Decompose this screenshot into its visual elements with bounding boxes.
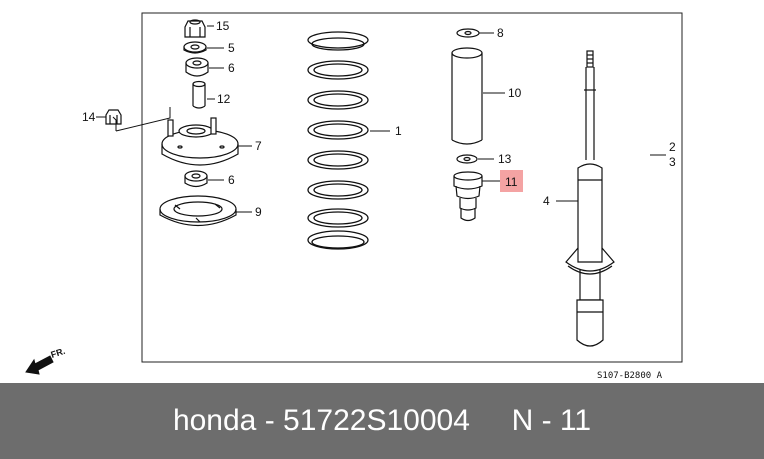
label-part-5: 5 [228, 41, 235, 55]
part-8-washer[interactable] [456, 28, 480, 38]
exploded-parts-diagram: 15 5 6 12 14 [25, 12, 683, 381]
label-part-10: 10 [508, 86, 522, 100]
part-11-highlight [500, 170, 523, 192]
part-6-bushing-upper[interactable] [185, 57, 209, 77]
leader-14-bracket [112, 116, 117, 131]
label-part-6b: 6 [228, 173, 235, 187]
caption-bar: honda - 51722S10004 N - 11 [0, 383, 764, 459]
front-arrow-icon [25, 355, 54, 375]
label-part-1: 1 [395, 124, 402, 138]
part-1-coil-spring[interactable] [307, 31, 369, 250]
label-part-2: 2 [669, 140, 676, 154]
part-12-collar[interactable] [192, 80, 206, 109]
label-part-3: 3 [669, 155, 676, 169]
part-4-shock-absorber[interactable] [565, 50, 615, 347]
label-part-4: 4 [543, 194, 550, 208]
label-part-6a: 6 [228, 61, 235, 75]
label-part-15: 15 [216, 19, 230, 33]
caption-ref-label: N - 11 [511, 404, 592, 437]
diagram-frame [141, 12, 683, 363]
part-13-washer[interactable] [456, 154, 478, 164]
label-part-11: 11 [505, 175, 518, 189]
label-part-9: 9 [255, 205, 262, 219]
label-part-12: 12 [217, 92, 231, 106]
part-15-nut[interactable] [184, 19, 206, 38]
front-direction-label: FR. [50, 346, 67, 360]
reference-code: S107-B2800 A [597, 371, 663, 381]
label-part-7: 7 [255, 139, 262, 153]
caption-brand: honda [172, 404, 257, 437]
caption-gap [470, 404, 512, 437]
caption-separator: - [256, 404, 284, 437]
part-9-spring-seat[interactable] [159, 195, 237, 227]
caption-part-number: 51722S10004 [283, 404, 470, 437]
label-part-13: 13 [498, 152, 512, 166]
part-5-washer[interactable] [183, 41, 207, 54]
part-11-bump-stop[interactable] [453, 171, 483, 222]
label-part-8: 8 [497, 26, 504, 40]
part-7-mount-base[interactable] [161, 117, 239, 166]
label-part-14: 14 [82, 110, 96, 124]
part-10-dust-cover[interactable] [451, 47, 483, 145]
caption-text: honda - 51722S10004 N - 11 [0, 383, 764, 459]
leader-14-to-mount [115, 107, 171, 132]
part-6-bushing-lower[interactable] [184, 170, 208, 188]
